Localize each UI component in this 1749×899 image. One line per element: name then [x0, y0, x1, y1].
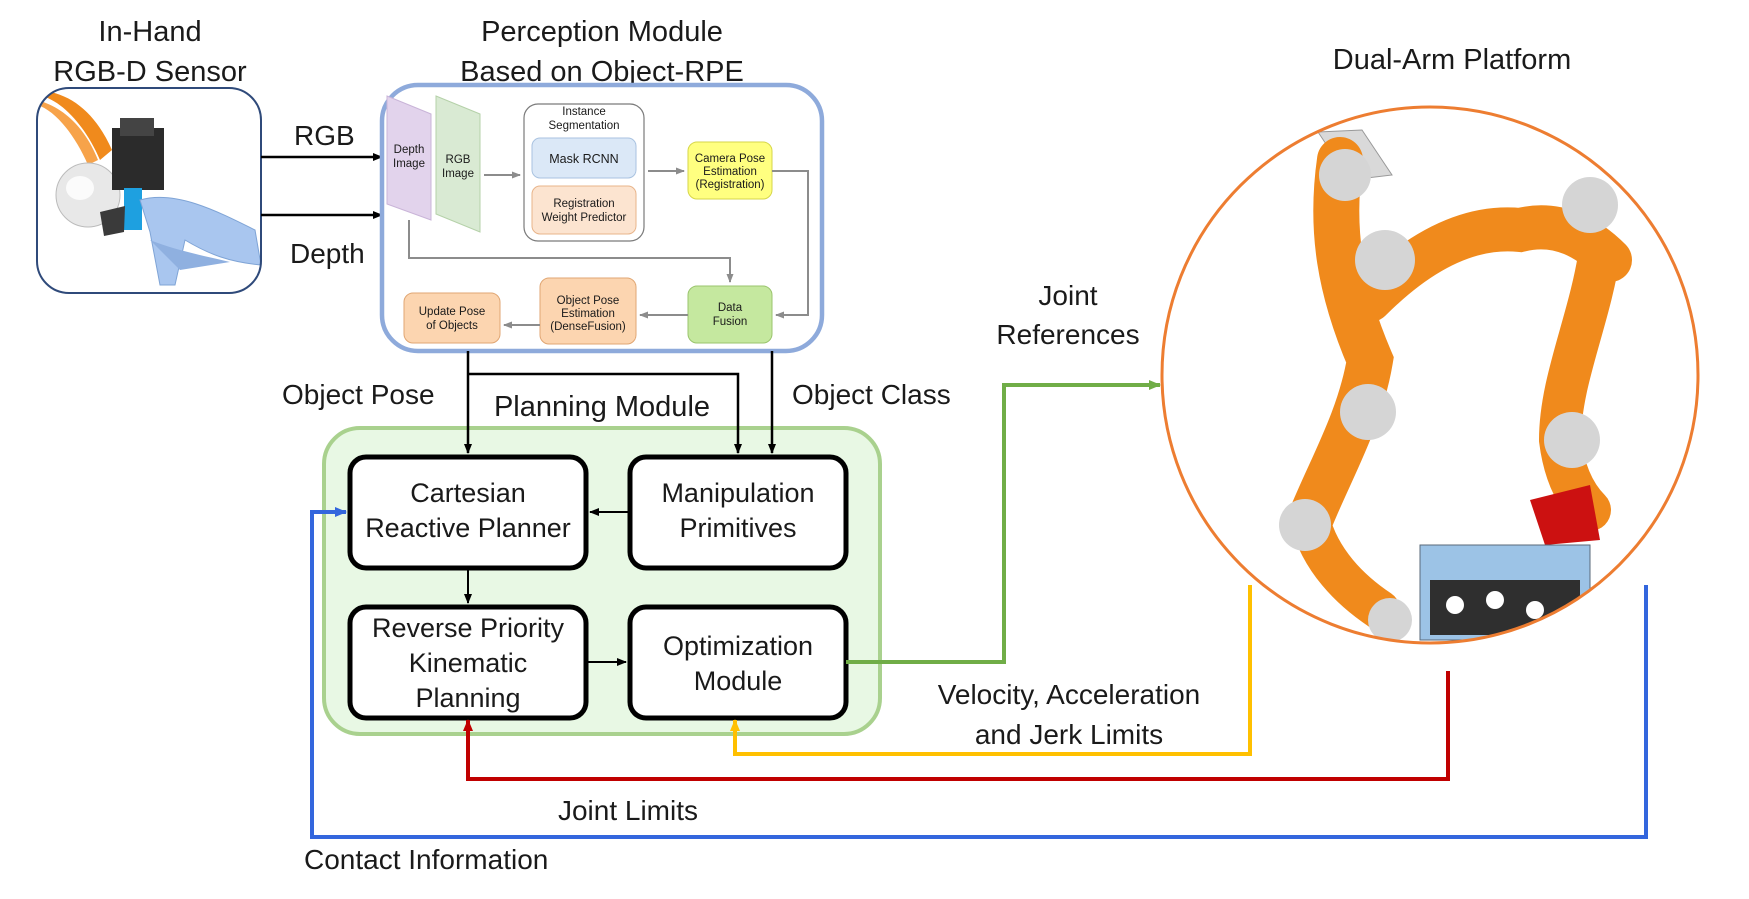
- object-pose-estimation-node: [539, 277, 637, 345]
- rgb-image-line2: Image: [442, 168, 474, 180]
- rgb-image-node: [435, 95, 481, 233]
- object-pose-label: Object Pose: [282, 379, 435, 410]
- sensor-title-line1: In-Hand: [98, 16, 201, 48]
- joint-references-line1: Joint: [1038, 280, 1097, 311]
- data-fusion-node: [687, 285, 773, 344]
- rgb-image-line1: RGB: [446, 154, 471, 166]
- instance-segmentation-line2: Segmentation: [549, 120, 620, 132]
- joint-limits-arrow: [463, 671, 1450, 781]
- platform-group: Dual-Arm Platform: [1160, 44, 1700, 645]
- object-pose-branch-arrow: [468, 372, 742, 454]
- object-pose-estimation-line2: Estimation: [561, 308, 615, 320]
- object-pose-estimation-line3: (DenseFusion): [550, 321, 626, 333]
- perception-module: Perception Module Based on Object-RPE De…: [379, 16, 825, 354]
- reverse-priority-line3: Planning: [415, 683, 520, 713]
- sensor-photo: [37, 88, 261, 293]
- data-fusion-line2: Fusion: [713, 316, 748, 328]
- vel-acc-jerk-line1: Velocity, Acceleration: [938, 679, 1201, 710]
- registration-weight-line1: Registration: [553, 198, 614, 210]
- perception-title-line1: Perception Module: [481, 16, 723, 48]
- depth-image-line1: Depth: [394, 144, 425, 156]
- perception-title-line2: Based on Object-RPE: [460, 56, 744, 88]
- optimization-line2: Module: [694, 666, 783, 696]
- registration-weight-node: [531, 185, 637, 235]
- manipulation-line2: Primitives: [679, 513, 796, 543]
- joint-limits-label: Joint Limits: [558, 795, 698, 826]
- sensor-frame: [36, 87, 262, 294]
- cartesian-line2: Reactive Planner: [365, 513, 571, 543]
- manipulation-line1: Manipulation: [661, 478, 814, 508]
- update-pose-line1: Update Pose: [419, 306, 486, 318]
- depth-image-line2: Image: [393, 158, 425, 170]
- planning-title: Planning Module: [494, 391, 710, 423]
- reverse-priority-line1: Reverse Priority: [372, 613, 565, 643]
- camera-pose-line2: Estimation: [703, 166, 757, 178]
- platform-title: Dual-Arm Platform: [1333, 44, 1572, 76]
- optimization-module-node: [627, 604, 849, 721]
- depth-label: Depth: [290, 238, 365, 269]
- cartesian-line1: Cartesian: [410, 478, 526, 508]
- data-fusion-line1: Data: [718, 302, 743, 314]
- contact-information-arrow: [310, 507, 1648, 839]
- registration-weight-line2: Weight Predictor: [542, 212, 627, 224]
- platform-frame: [1160, 105, 1700, 645]
- mask-rcnn-label: Mask RCNN: [549, 152, 618, 166]
- sensor-title-line2: RGB-D Sensor: [53, 56, 247, 88]
- joint-references-line2: References: [996, 319, 1139, 350]
- vel-acc-jerk-arrow: [730, 585, 1252, 756]
- mask-rcnn-node: [531, 137, 637, 179]
- depth-image-node: [386, 95, 432, 221]
- planning-module: Planning Module Cartesian Reactive Plann…: [322, 391, 882, 736]
- update-pose-line2: of Objects: [426, 320, 478, 332]
- camera-pose-line1: Camera Pose: [695, 153, 765, 165]
- contact-information-label: Contact Information: [304, 844, 548, 875]
- instance-segmentation-line1: Instance: [562, 106, 605, 118]
- robot-photo: [1162, 107, 1698, 643]
- rgb-label: RGB: [294, 120, 355, 151]
- object-class-label: Object Class: [792, 379, 951, 410]
- sensor-group: In-Hand RGB-D Sensor: [36, 16, 262, 294]
- object-pose-estimation-line1: Object Pose: [557, 295, 620, 307]
- camera-pose-line3: (Registration): [695, 179, 764, 191]
- update-pose-node: [403, 292, 501, 344]
- joint-references-arrow: [846, 380, 1161, 664]
- reverse-priority-line2: Kinematic: [409, 648, 528, 678]
- optimization-line1: Optimization: [663, 631, 813, 661]
- vel-acc-jerk-line2: and Jerk Limits: [975, 719, 1163, 750]
